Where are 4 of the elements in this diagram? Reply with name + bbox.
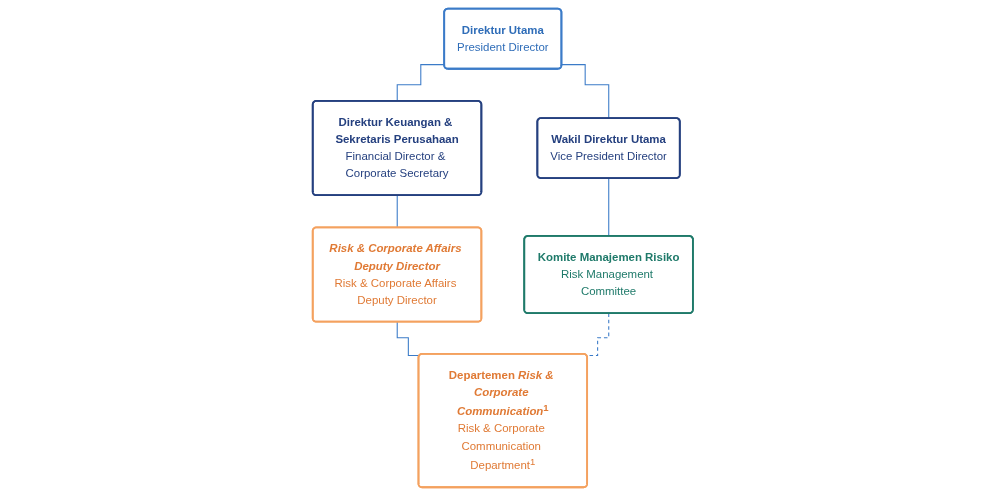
connector xyxy=(561,63,610,119)
connector xyxy=(396,321,421,356)
connector xyxy=(608,177,610,237)
connector xyxy=(396,194,399,228)
